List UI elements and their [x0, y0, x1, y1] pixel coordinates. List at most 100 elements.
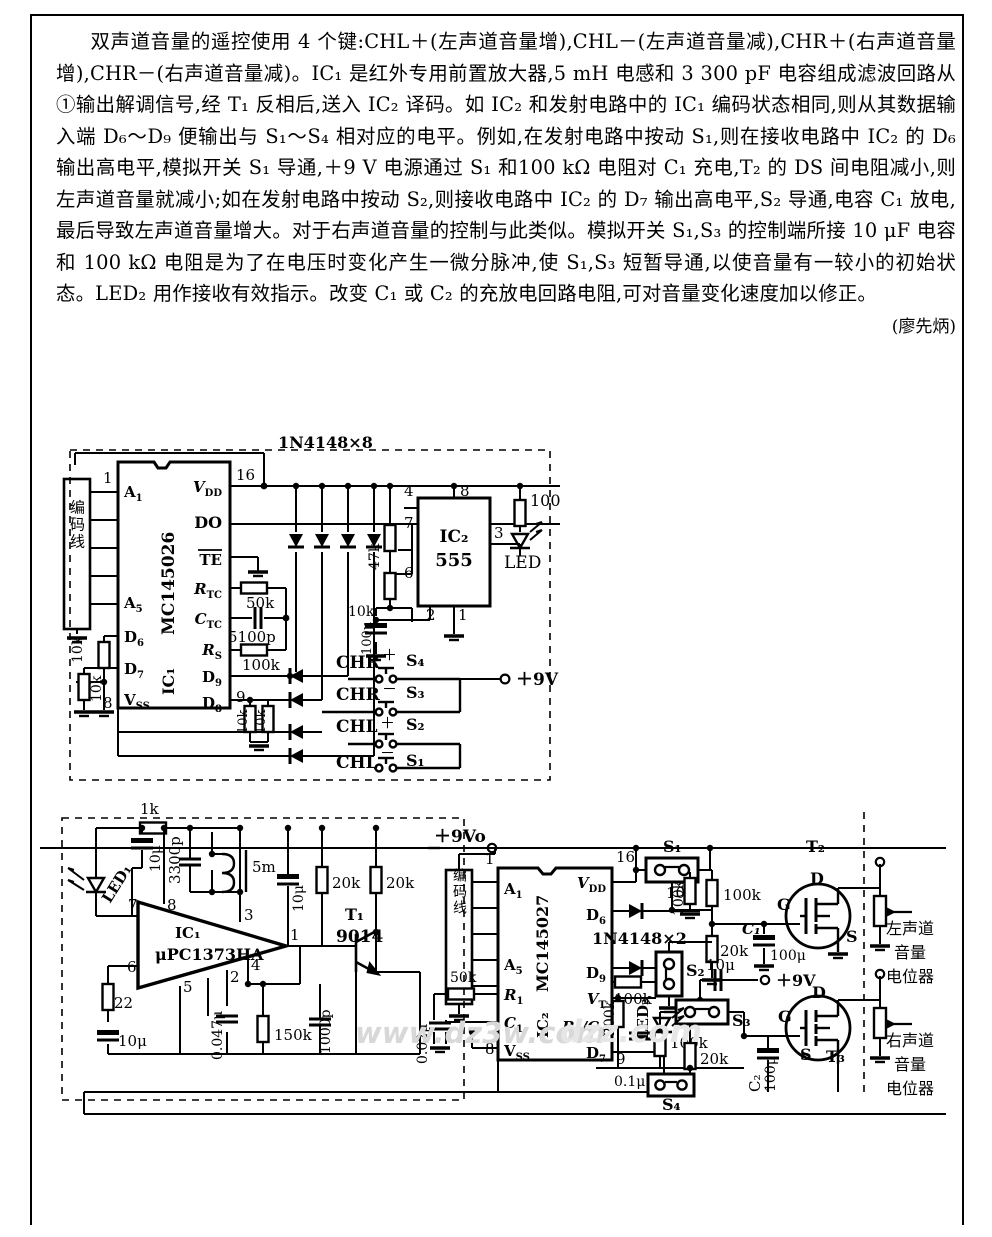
led2-receiver: LED₂	[634, 998, 685, 1040]
receiver-supply-label: ＋9Vo	[434, 827, 486, 847]
analog-switch-s2: S₂	[654, 950, 705, 998]
key-row-s2: CHL ＋ S₂	[336, 714, 460, 749]
capacitor-10u-b	[95, 1028, 121, 1042]
diode-8	[288, 746, 305, 766]
resistor-100k-1-value: 100k	[671, 880, 687, 916]
switch-s1-label: S₁	[663, 837, 682, 856]
resistor-100-value: 100	[530, 491, 561, 510]
article-body: 双声道音量的遥控使用 4 个键:CHL＋(左声道音量增),CHL－(左声道音量减…	[56, 26, 956, 337]
ic1-receiver-body: IC₁ μPC1373HA	[136, 899, 293, 991]
capacitor-c1-value: 100μ	[770, 948, 806, 964]
resistor-20k-c-value: 20k	[720, 942, 749, 960]
ic1-receiver-part: μPC1373HA	[155, 945, 264, 964]
capacitor-10u-c-value: 10μ	[291, 885, 307, 912]
ic2-555-body: IC₂ 555	[416, 496, 492, 608]
capacitor-002u-value: 0.02μ	[415, 1024, 431, 1064]
pullup-1-value: 10k	[70, 636, 86, 663]
capacitor-c2-value: 100μ	[763, 1056, 779, 1092]
analog-switch-s3: S₃	[674, 998, 751, 1030]
ic1-receiver-ref: IC₁	[175, 924, 201, 942]
key-sw-s4: S₄	[406, 651, 425, 670]
resistor-rs	[239, 643, 269, 657]
pot-right-line1: 右声道	[886, 1031, 934, 1050]
pullup-4-value: 10k	[254, 709, 269, 734]
resistor-47k	[383, 523, 397, 553]
capacitor-01u-value: 0.1μ	[614, 1074, 645, 1090]
resistor-100	[513, 498, 527, 528]
ic2-pin-2: 2	[426, 606, 436, 624]
capacitor-c1-ref: C₁	[742, 920, 761, 938]
key-sw-s2: S₂	[406, 715, 425, 734]
transistor-t1-ref: T₁	[345, 905, 364, 924]
ic1-pin-number-16: 16	[236, 466, 255, 484]
resistor-100k-3	[613, 975, 643, 989]
diode-6	[288, 690, 305, 710]
ic1r-pin-8: 8	[167, 896, 177, 914]
resistor-rtc	[239, 581, 269, 595]
key-label-chl-plus: CHL	[336, 717, 378, 737]
capacitor-100u-value: 100μ	[360, 622, 375, 655]
pot-right-line3: 电位器	[886, 1079, 934, 1098]
transistor-t1-part: 9014	[336, 927, 383, 947]
analog-switch-s4: S₄	[646, 1072, 696, 1114]
key-sign-s2: ＋	[380, 714, 395, 732]
ic1-pin-te: TE	[199, 551, 222, 569]
ic1-transmitter-part: MC145026	[159, 532, 179, 635]
schematic-svg: 编码线 MC145026 IC₁ A1 A5	[40, 433, 946, 1115]
fet-t3-d: D	[812, 983, 826, 1002]
ic2-receiver-ref: IC₂	[534, 1012, 552, 1038]
resistor-150k-value: 150k	[274, 1026, 313, 1044]
key-label-chr-plus: CHR	[336, 653, 381, 673]
key-sw-s3: S₃	[406, 683, 425, 702]
capacitor-10u-e-value: 10μ	[706, 956, 735, 974]
rtc-value: 50k	[246, 594, 275, 612]
switch-s3-label: S₃	[732, 1011, 751, 1030]
resistor-pullup-2	[77, 672, 91, 702]
pot-right-line2: 音量	[894, 1055, 926, 1074]
page-frame-top	[30, 14, 962, 16]
ic1r-pin-5: 5	[183, 978, 193, 996]
diode-3	[338, 532, 358, 549]
resistor-20k-d-value: 20k	[700, 1050, 729, 1068]
capacitor-3300p-value: 3300p	[166, 836, 184, 884]
resistor-50k	[446, 987, 476, 1001]
resistor-22	[101, 982, 115, 1012]
ic1-transmitter-body: MC145026 IC₁	[116, 460, 232, 710]
resistor-47k-value: 47k	[367, 543, 383, 570]
encoder-bus-receiver: 编码线	[444, 868, 474, 1006]
fet-t2-ref: T₂	[806, 837, 825, 856]
ic2-555-part: 555	[435, 550, 473, 571]
resistor-1k-value: 1k	[140, 800, 160, 818]
capacitor-c2-ref: C₂	[746, 1075, 764, 1093]
encoder-bus-label: 编码线	[68, 500, 86, 551]
ic1-pin-do: DO	[194, 513, 222, 532]
diode-1	[286, 532, 306, 549]
potentiometer-right	[868, 968, 912, 1064]
article-paragraph: 双声道音量的遥控使用 4 个键:CHL＋(左声道音量增),CHL－(左声道音量减…	[56, 30, 956, 305]
diode-array-label-transmitter: 1N4148×8	[278, 433, 373, 452]
page-frame-left	[30, 14, 32, 1225]
encoder-bus-receiver-label: 编码线	[451, 868, 467, 916]
ic1-pin-number-9: 9	[236, 688, 246, 706]
key-sign-s3: －	[382, 680, 397, 698]
resistor-20k-a	[315, 865, 329, 895]
led-transmitter	[509, 521, 543, 551]
fet-t2-g: G	[777, 895, 791, 914]
ic2-receiver-part: MC145027	[533, 895, 552, 992]
ic2-pin-6: 6	[404, 564, 414, 582]
key-row-s1: CHL － S₁	[336, 744, 462, 773]
key-row-s4: CHR ＋ S₄	[336, 646, 460, 684]
page-frame-right	[962, 14, 964, 1225]
fet-t2-s: S	[846, 927, 858, 946]
diode-7	[288, 722, 305, 742]
receiver-front-outline	[61, 817, 465, 1101]
article-signature: (廖先炳)	[891, 316, 956, 337]
key-sign-s1: －	[380, 744, 395, 762]
ic2r-pin-number-16: 16	[616, 848, 635, 866]
resistor-20k-b-value: 20k	[386, 874, 415, 892]
inductor-5m-value: 5m	[252, 858, 276, 876]
circuit-figure: 编码线 MC145026 IC₁ A1 A5	[0, 420, 992, 1120]
led1-receiver: LED₁	[67, 861, 135, 906]
ic1r-pin-3: 3	[244, 906, 254, 924]
ic2-pin-8: 8	[460, 482, 470, 500]
